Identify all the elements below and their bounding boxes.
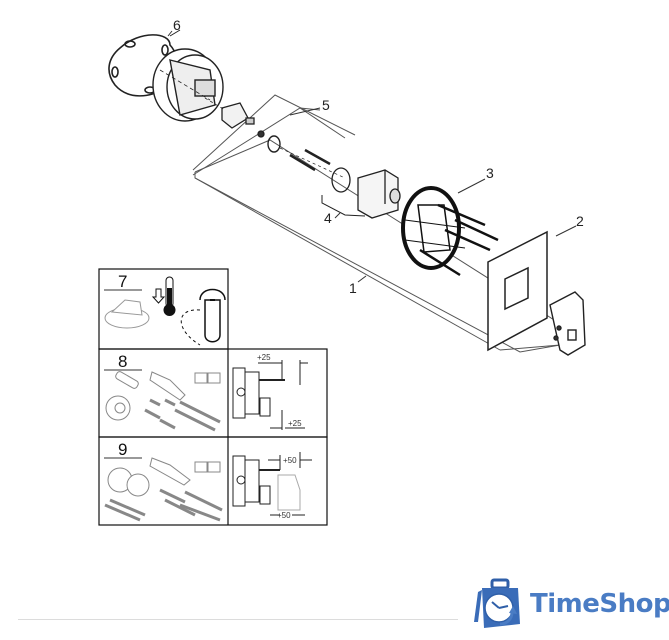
svg-text:+50: +50 [283, 456, 297, 465]
svg-text:2: 2 [576, 213, 584, 229]
part-4-sleeve [321, 167, 401, 219]
bracket-5 [192, 94, 356, 176]
svg-text:8: 8 [118, 352, 127, 371]
logo-text: TimeShop [530, 589, 669, 619]
callout-6: 6 [167, 17, 181, 37]
callout-3: 3 [457, 165, 494, 194]
svg-text:7: 7 [118, 272, 127, 291]
part-cartridge [204, 97, 265, 138]
extension-kit-parts [105, 371, 221, 432]
part-main-body [152, 48, 224, 122]
svg-text:+50: +50 [277, 511, 291, 520]
thermostat-cap-icon [104, 299, 150, 329]
part-handle [549, 291, 586, 356]
callout-5: 5 [289, 97, 330, 116]
svg-text:+25: +25 [288, 419, 302, 428]
depth-diagram-50 [232, 452, 312, 516]
panel-8: 8 + [104, 352, 308, 432]
footer-divider [18, 619, 458, 620]
lever-handle-icon [180, 288, 226, 346]
clock-bag-icon [474, 578, 520, 628]
part-2-cover-plate [487, 230, 548, 352]
svg-text:9: 9 [118, 440, 127, 459]
extension-kit-parts [104, 457, 223, 522]
panel-9: 9 +50 [104, 440, 312, 522]
part-5-ring-screws [267, 135, 346, 179]
accessory-panels [98, 268, 328, 526]
timeshop-logo[interactable]: TimeShop [472, 578, 669, 630]
depth-diagram-25 [232, 360, 308, 430]
svg-text:6: 6 [173, 17, 181, 33]
part-3-mounting-plate [401, 186, 499, 277]
svg-text:+25: +25 [257, 353, 271, 362]
svg-text:1: 1 [349, 280, 357, 296]
down-arrow-icon [151, 288, 166, 304]
svg-text:3: 3 [486, 165, 494, 181]
svg-text:4: 4 [324, 210, 332, 226]
panel-7: 7 [104, 272, 226, 346]
thermometer-icon [163, 276, 176, 316]
callout-1: 1 [349, 275, 367, 296]
callout-2: 2 [555, 213, 584, 237]
callout-4: 4 [324, 210, 341, 226]
svg-text:5: 5 [322, 97, 330, 113]
